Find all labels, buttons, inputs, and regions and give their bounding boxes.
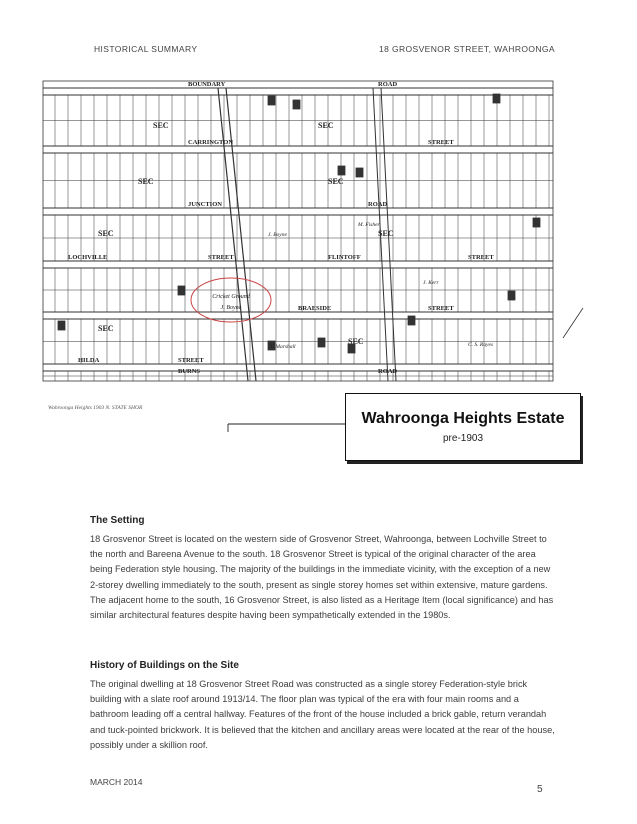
circle-label-1: Cricket Ground — [212, 294, 251, 300]
caption-title: Wahroonga Heights Estate — [361, 410, 565, 427]
owner-label: T. Marshall — [270, 344, 296, 350]
section-heading-setting: The Setting — [90, 515, 145, 526]
street-label: LOCHVILLE — [68, 254, 107, 261]
history-paragraph: The original dwelling at 18 Grosvenor St… — [90, 679, 555, 750]
owner-label: M. Fisher — [357, 222, 381, 228]
subdivision-map: BOUNDARY ROAD CARRINGTON STREET JUNCTION ROAD… — [38, 76, 596, 462]
handwritten-note: Wahroonga Heights 1903 N. STATE SHOR — [48, 405, 143, 411]
page-number: 5 — [537, 784, 543, 795]
building-block — [177, 285, 186, 296]
sec-label: SEC — [98, 229, 114, 238]
building-block — [355, 167, 364, 178]
diagonal-road — [380, 87, 397, 382]
street-label: FLINTOFF — [328, 254, 361, 261]
building-block — [347, 343, 356, 354]
owner-label: J. Boyne — [268, 232, 287, 238]
building-block — [532, 217, 541, 228]
diagonal-road — [372, 87, 389, 382]
street-label: STREET — [468, 254, 494, 261]
header-address: 18 GROSVENOR STREET, WAHROONGA — [378, 44, 555, 54]
sec-label: SEC — [318, 121, 334, 130]
owner-label: C. S. Rayes — [468, 342, 493, 348]
building-block — [292, 99, 301, 110]
building-block — [492, 93, 501, 104]
building-block — [57, 320, 66, 331]
sec-label: SEC — [98, 324, 114, 333]
setting-paragraph: 18 Grosvenor Street is located on the we… — [90, 534, 554, 621]
sec-label: SEC — [328, 177, 344, 186]
sec-label: SEC — [153, 121, 169, 130]
building-block — [267, 95, 276, 106]
street-label: HILDA — [78, 357, 100, 364]
map-frame — [42, 80, 554, 382]
building-block — [317, 337, 326, 348]
diagonal-road — [225, 87, 257, 382]
sec-label: SEC — [348, 337, 364, 346]
street-label: BRAESIDE — [298, 305, 331, 312]
street-label: CARRINGTON — [188, 139, 233, 146]
street-label: STREET — [428, 139, 454, 146]
circle-label-2: J. Boyne — [221, 305, 242, 311]
street-label: BURNS — [178, 368, 200, 375]
building-block — [507, 290, 516, 301]
street-label: ROAD — [368, 201, 387, 208]
cricket-ground-circle — [190, 277, 272, 323]
building-block — [337, 165, 346, 176]
caption-subtitle: pre-1903 — [442, 433, 484, 444]
building-block — [407, 315, 416, 326]
sec-label: SEC — [378, 229, 394, 238]
pencil-mark — [562, 307, 584, 339]
street-label: ROAD — [378, 368, 397, 375]
building-block — [267, 340, 276, 351]
street-label: STREET — [208, 254, 234, 261]
section-heading-history: History of Buildings on the Site — [90, 660, 239, 671]
map-drawing: BOUNDARY ROAD CARRINGTON STREET JUNCTION ROAD… — [42, 80, 584, 432]
header-title: HISTORICAL SUMMARY — [94, 44, 198, 54]
street-label: STREET — [428, 305, 454, 312]
owner-label: J. Kerr — [423, 280, 439, 286]
street-label: JUNCTION — [188, 201, 222, 208]
footer-date: MARCH 2014 — [90, 777, 143, 787]
diagonal-road — [217, 87, 249, 382]
street-label: BOUNDARY — [188, 81, 226, 88]
map-caption-box: Wahroonga Heights Estate pre-1903 — [345, 393, 581, 461]
sec-label: SEC — [138, 177, 154, 186]
street-label: ROAD — [378, 81, 397, 88]
street-label: STREET — [178, 357, 204, 364]
